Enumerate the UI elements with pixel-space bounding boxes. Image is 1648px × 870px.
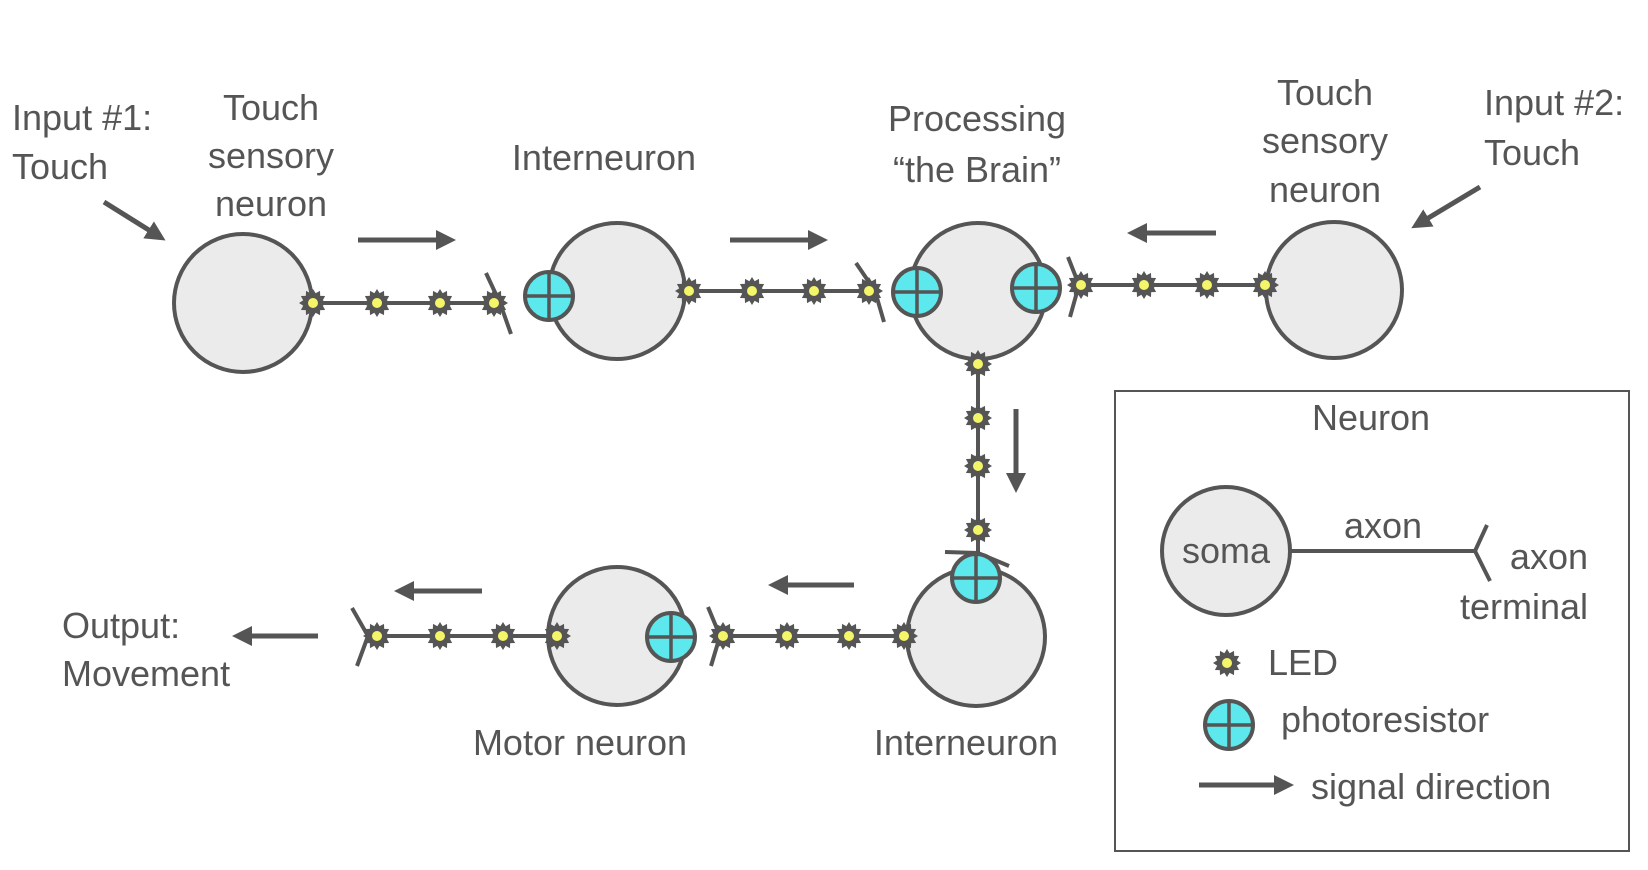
led-icon <box>851 272 887 310</box>
legend-terminal-label-line2: terminal <box>1460 586 1588 627</box>
led-icon <box>831 617 867 655</box>
photoresistor-icon <box>645 611 697 663</box>
led-icon <box>960 399 996 437</box>
input1-label-line1: Input #1: <box>12 97 152 138</box>
photoresistor-icon <box>523 270 575 322</box>
led-icon <box>422 284 458 322</box>
soma-sensory1 <box>172 232 314 374</box>
sensory2-label-line1: Touch <box>1277 72 1373 113</box>
photoresistor-icon <box>1203 699 1255 751</box>
diagram-labels: Input #1: Touch Touch sensory neuron Int… <box>12 72 1624 763</box>
led-icon <box>734 272 770 310</box>
led-icon <box>960 511 996 549</box>
led-icon <box>485 617 521 655</box>
legend-soma <box>1160 485 1292 617</box>
input2-arrow-icon <box>1411 184 1482 229</box>
photoresistor-icon <box>1010 262 1062 314</box>
legend-axon-terminal <box>1472 524 1492 582</box>
legend: Neuron soma axon axon terminal LED photo… <box>1114 390 1630 852</box>
input1-arrow-icon <box>102 199 166 241</box>
sensory2-label-line2: sensory <box>1262 120 1388 161</box>
led-icon <box>1063 266 1099 304</box>
sensory1-label-line3: neuron <box>215 183 327 224</box>
output-label-line2: Movement <box>62 653 230 694</box>
legend-soma-label: soma <box>1182 530 1271 571</box>
led-icon <box>705 617 741 655</box>
sensory1-label-line2: sensory <box>208 135 334 176</box>
photoresistor-icon <box>891 266 943 318</box>
led-icon <box>1209 644 1245 682</box>
led-icon <box>422 617 458 655</box>
soma-sensory2 <box>1264 220 1404 360</box>
input2-label-line2: Touch <box>1484 132 1580 173</box>
legend-terminal-label-line1: axon <box>1510 536 1588 577</box>
interneuron-top-label: Interneuron <box>512 137 696 178</box>
legend-box <box>1114 390 1630 852</box>
output-label-line1: Output: <box>62 605 180 646</box>
legend-axon-label: axon <box>1344 505 1422 546</box>
legend-title: Neuron <box>1312 397 1430 438</box>
legend-led-label: LED <box>1268 642 1338 683</box>
sensory2-label-line3: neuron <box>1269 169 1381 210</box>
input2-label-line1: Input #2: <box>1484 82 1624 123</box>
legend-photoresistor-label: photoresistor <box>1281 699 1489 740</box>
input1-label-line2: Touch <box>12 146 108 187</box>
led-icon <box>796 272 832 310</box>
led-icon <box>1126 266 1162 304</box>
legend-signal-label: signal direction <box>1311 766 1551 807</box>
motor-neuron-label: Motor neuron <box>473 722 687 763</box>
interneuron-bottom-label: Interneuron <box>874 722 1058 763</box>
led-icon <box>769 617 805 655</box>
signal-arrows <box>102 184 1482 646</box>
leds <box>295 266 1283 655</box>
brain-label-line1: Processing <box>888 98 1066 139</box>
axon-lines <box>310 256 1267 667</box>
sensory1-label-line1: Touch <box>223 87 319 128</box>
photoresistor-icon <box>950 552 1002 604</box>
led-icon <box>1189 266 1225 304</box>
brain-label-line2: “the Brain” <box>893 149 1061 190</box>
led-icon <box>960 447 996 485</box>
led-icon <box>359 284 395 322</box>
